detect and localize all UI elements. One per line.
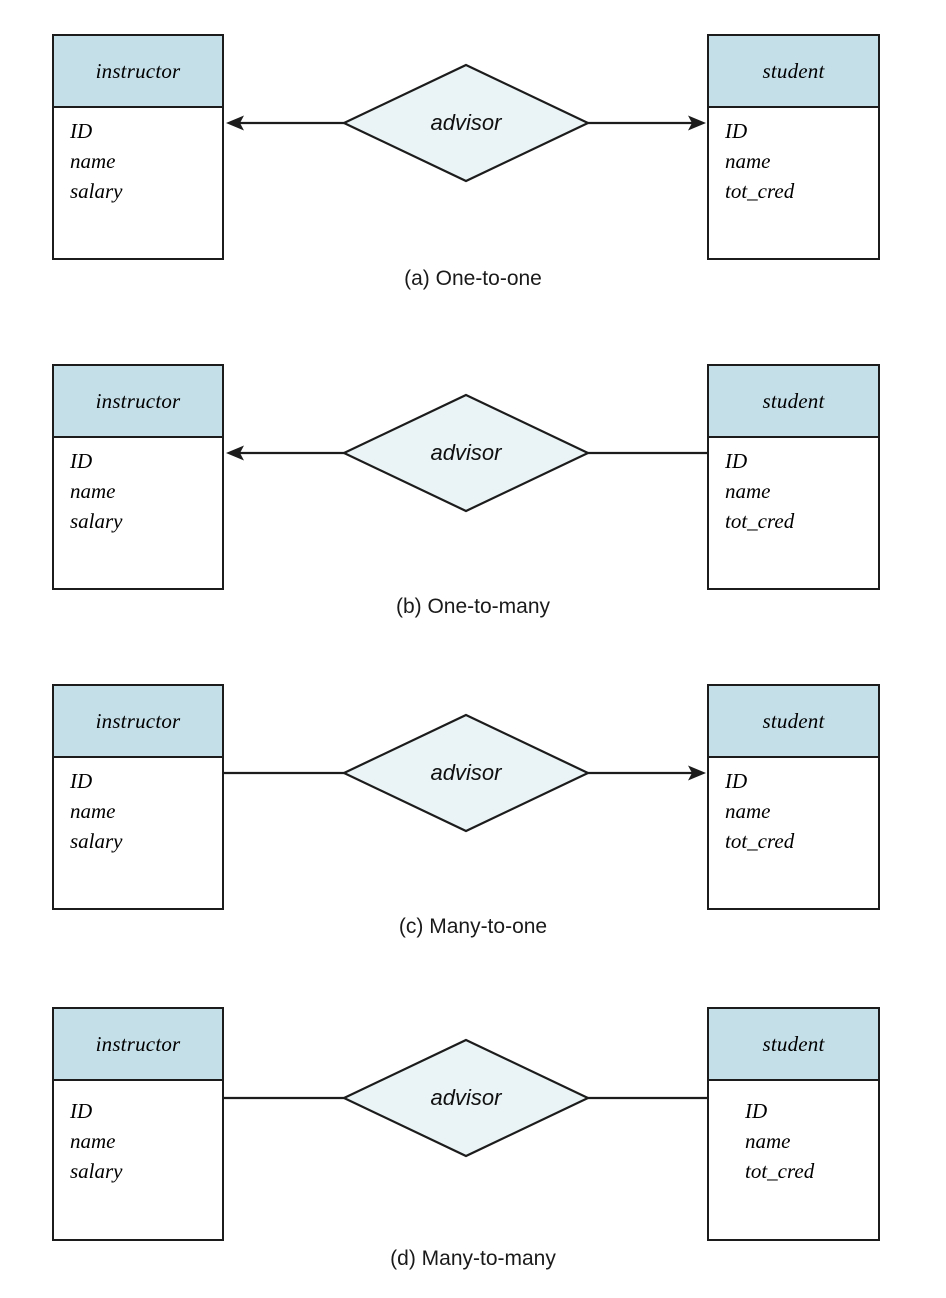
connector-left-arrow	[222, 110, 346, 136]
attribute-item: salary	[70, 178, 123, 203]
entity-instructor-title: instructor	[95, 388, 181, 413]
connector-left-line	[222, 1085, 346, 1111]
entity-instructor-title: instructor	[95, 1031, 181, 1056]
entity-student-attributes: ID name tot_cred	[709, 108, 878, 206]
entity-student[interactable]: student ID name tot_cred	[707, 1007, 880, 1241]
entity-student-title-bar: student	[709, 1009, 878, 1081]
attribute-item: salary	[70, 1158, 123, 1183]
connector-right-line	[586, 440, 710, 466]
attribute-item: name	[725, 478, 771, 503]
panel-caption: (d) Many-to-many	[390, 1247, 556, 1270]
attribute-item: name	[745, 1128, 791, 1153]
er-panel-many-to-many: instructor ID name salary advisor	[0, 975, 946, 1295]
attribute-item: name	[70, 148, 116, 173]
connector-right-arrow	[586, 760, 710, 786]
er-diagram: instructor ID name salary advisor	[0, 650, 946, 915]
relationship-advisor[interactable]: advisor	[342, 713, 590, 833]
attribute-item: ID	[70, 449, 93, 473]
entity-student[interactable]: student ID name tot_cred	[707, 364, 880, 590]
er-panel-one-to-one: instructor ID name salary advisor	[0, 0, 946, 310]
entity-student-title: student	[762, 58, 825, 83]
entity-instructor[interactable]: instructor ID name salary	[52, 684, 224, 910]
connector-right-arrow	[586, 110, 710, 136]
attribute-item: ID	[725, 119, 748, 143]
relationship-advisor[interactable]: advisor	[342, 63, 590, 183]
attribute-item: tot_cred	[745, 1158, 815, 1183]
attribute-item: ID	[70, 119, 93, 143]
entity-instructor-attributes: ID name salary	[54, 108, 222, 206]
attribute-item: salary	[70, 828, 123, 853]
relationship-advisor[interactable]: advisor	[342, 393, 590, 513]
entity-instructor-title-bar: instructor	[54, 36, 222, 108]
entity-student-attributes: ID name tot_cred	[709, 1081, 878, 1186]
attribute-item: ID	[725, 769, 748, 793]
entity-instructor-title-bar: instructor	[54, 1009, 222, 1081]
entity-student-title-bar: student	[709, 366, 878, 438]
attribute-item: ID	[745, 1099, 768, 1123]
attribute-item: ID	[70, 1099, 93, 1123]
entity-instructor-title-bar: instructor	[54, 366, 222, 438]
attribute-item: name	[70, 798, 116, 823]
attribute-item: tot_cred	[725, 178, 795, 203]
entity-student-title-bar: student	[709, 36, 878, 108]
attribute-item: salary	[70, 508, 123, 533]
er-panel-many-to-one: instructor ID name salary advisor	[0, 650, 946, 960]
attribute-item: ID	[70, 769, 93, 793]
attribute-item: ID	[725, 449, 748, 473]
entity-instructor[interactable]: instructor ID name salary	[52, 34, 224, 260]
entity-student[interactable]: student ID name tot_cred	[707, 684, 880, 910]
connector-right-line	[586, 1085, 710, 1111]
panel-caption: (b) One-to-many	[395, 595, 551, 618]
entity-instructor[interactable]: instructor ID name salary	[52, 1007, 224, 1241]
attribute-item: name	[725, 798, 771, 823]
attribute-item: name	[725, 148, 771, 173]
panel-caption: (a) One-to-one	[404, 267, 542, 290]
entity-student[interactable]: student ID name tot_cred	[707, 34, 880, 260]
er-diagram: instructor ID name salary advisor	[0, 975, 946, 1245]
entity-student-title-bar: student	[709, 686, 878, 758]
er-diagram: instructor ID name salary advisor	[0, 330, 946, 595]
entity-instructor-title-bar: instructor	[54, 686, 222, 758]
er-diagram: instructor ID name salary advisor	[0, 0, 946, 265]
entity-instructor[interactable]: instructor ID name salary	[52, 364, 224, 590]
entity-instructor-title: instructor	[95, 58, 181, 83]
er-panel-one-to-many: instructor ID name salary advisor	[0, 330, 946, 640]
entity-student-title: student	[762, 388, 825, 413]
entity-student-attributes: ID name tot_cred	[709, 438, 878, 536]
entity-student-attributes: ID name tot_cred	[709, 758, 878, 856]
entity-student-title: student	[762, 1031, 825, 1056]
entity-instructor-attributes: ID name salary	[54, 438, 222, 536]
entity-instructor-title: instructor	[95, 708, 181, 733]
attribute-item: tot_cred	[725, 828, 795, 853]
connector-left-line	[222, 760, 346, 786]
panel-caption: (c) Many-to-one	[398, 915, 548, 938]
attribute-item: tot_cred	[725, 508, 795, 533]
attribute-item: name	[70, 478, 116, 503]
entity-instructor-attributes: ID name salary	[54, 1081, 222, 1186]
entity-student-title: student	[762, 708, 825, 733]
attribute-item: name	[70, 1128, 116, 1153]
connector-left-arrow	[222, 440, 346, 466]
relationship-advisor[interactable]: advisor	[342, 1038, 590, 1158]
entity-instructor-attributes: ID name salary	[54, 758, 222, 856]
